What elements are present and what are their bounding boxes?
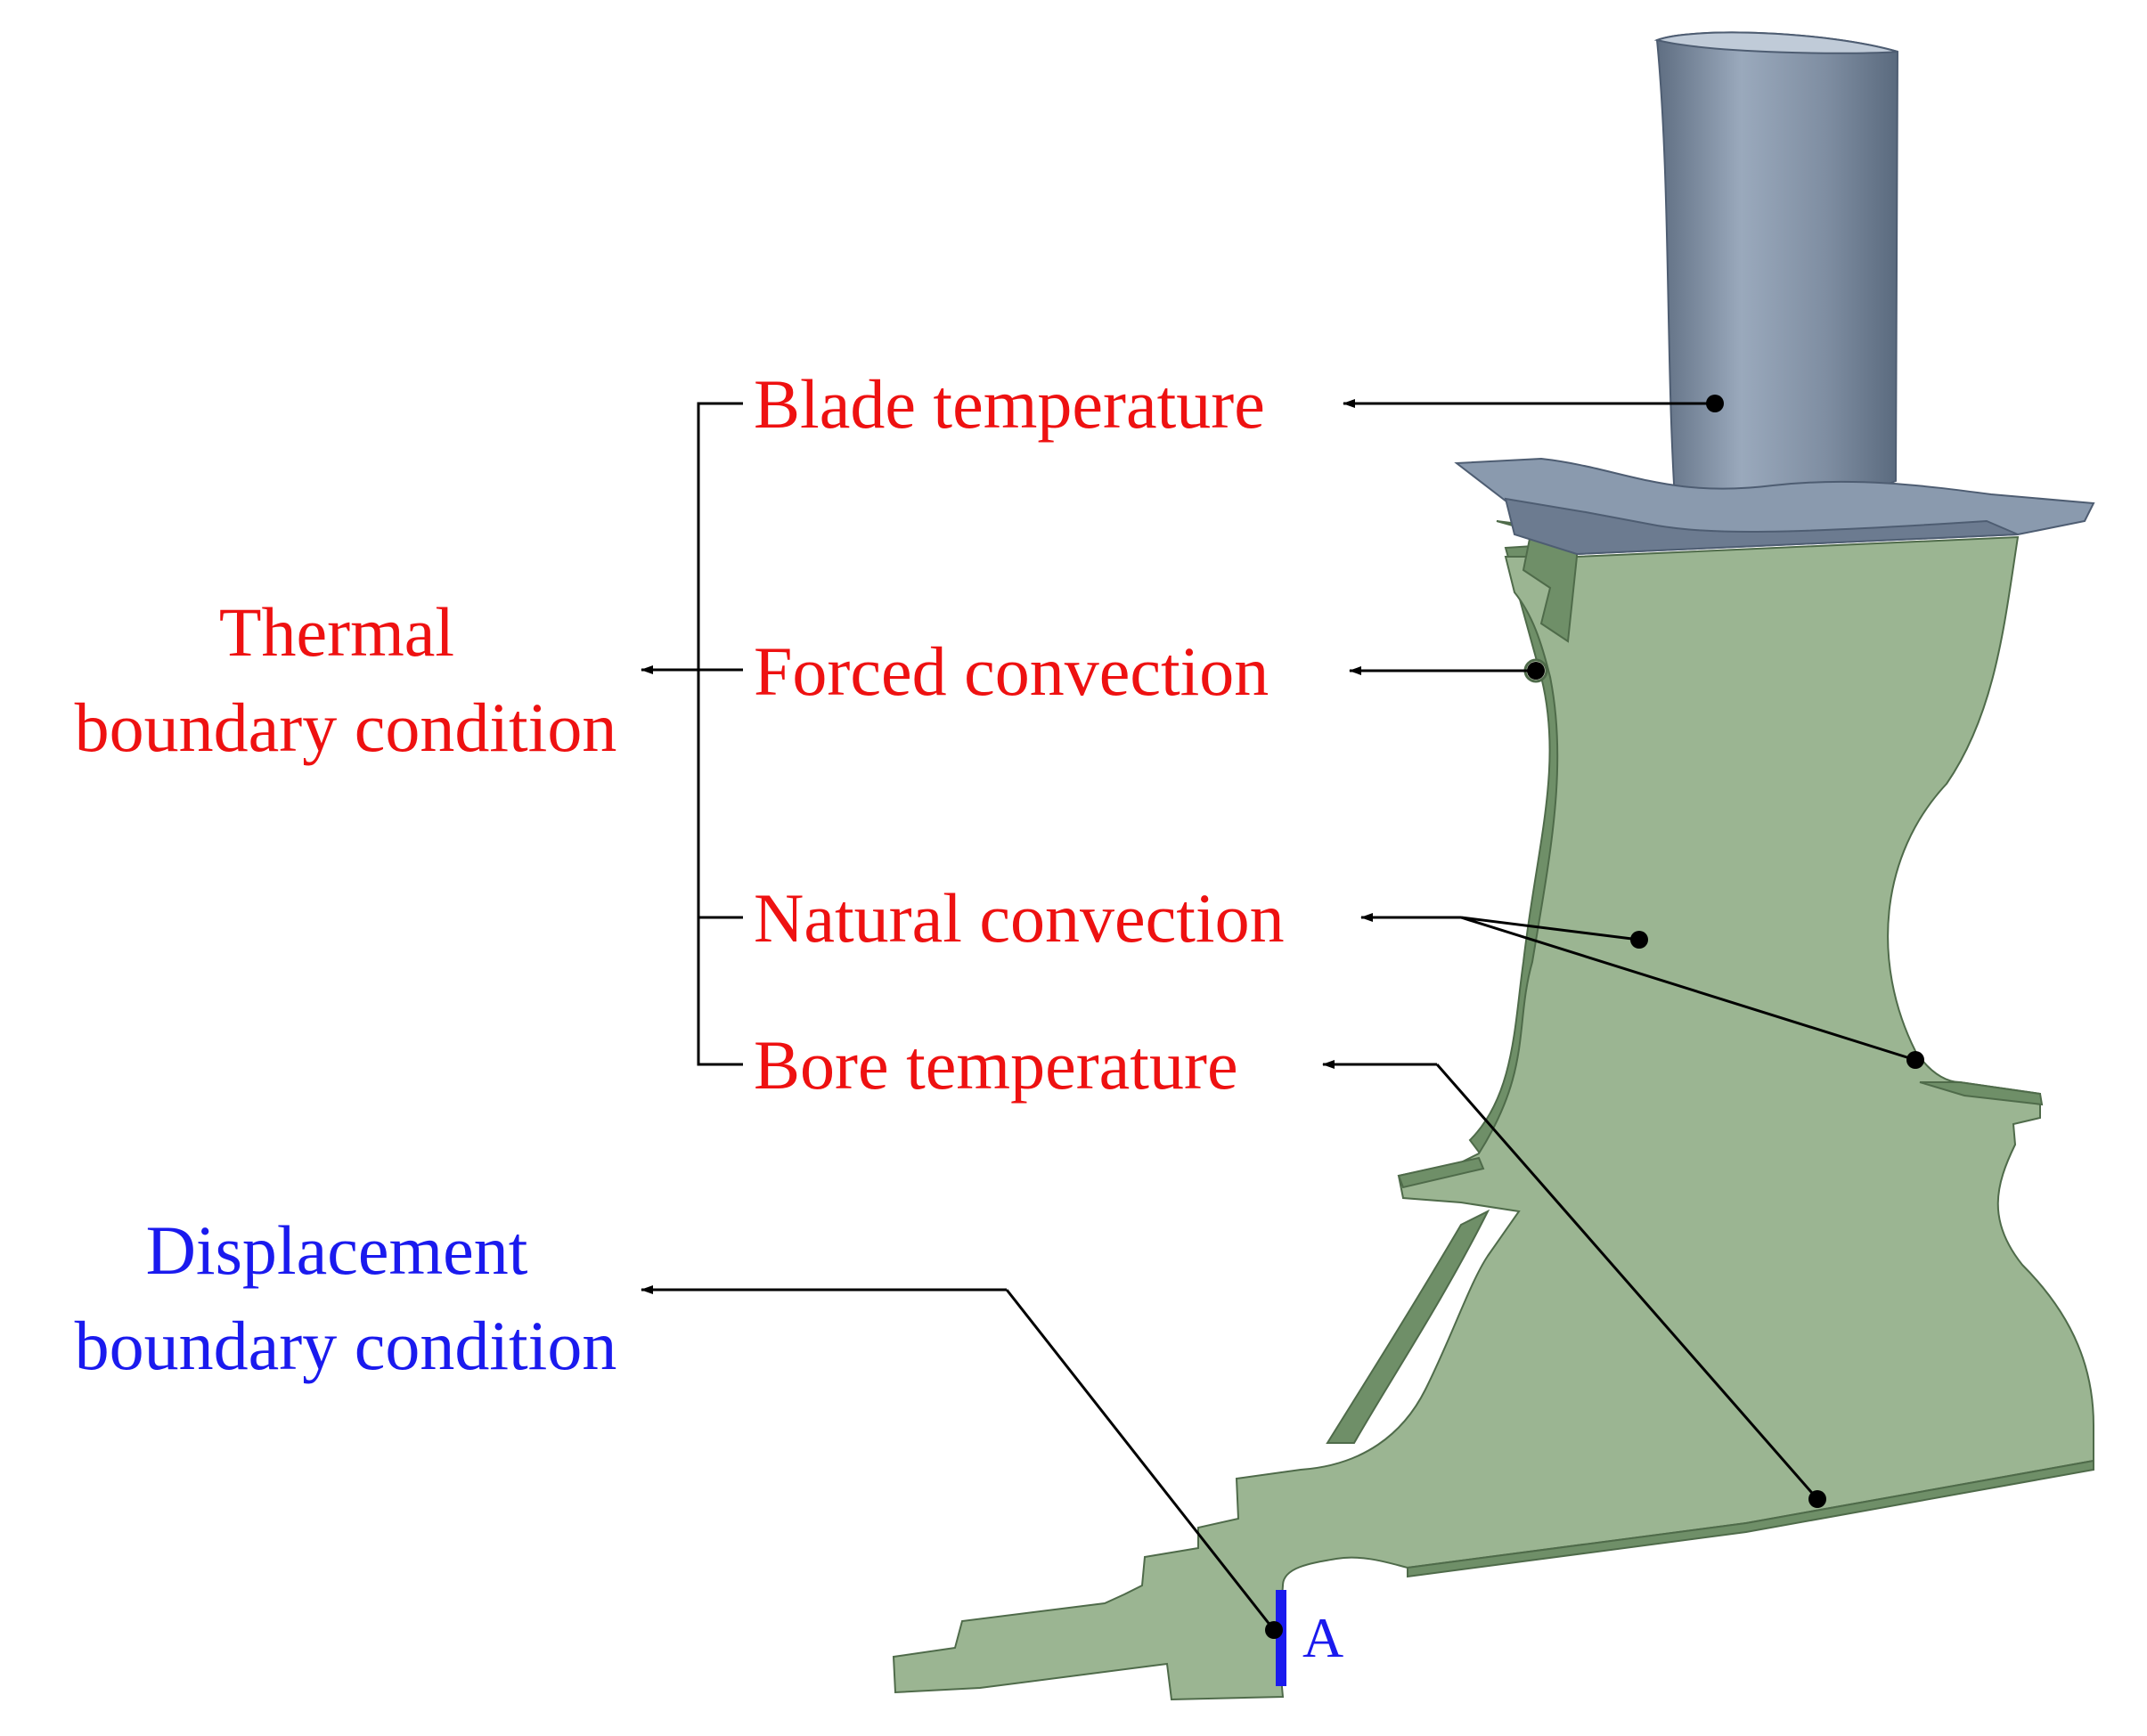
disk-main-face xyxy=(892,535,2094,1701)
natural-convection-point-2 xyxy=(1906,1051,1924,1069)
displacement-label-line1: Displacement xyxy=(146,1211,528,1289)
constraint-marker-a xyxy=(1276,1590,1286,1686)
natural-convection-point-1 xyxy=(1630,931,1648,949)
natural-convection-leader xyxy=(1460,916,1640,941)
disk-left-flange xyxy=(1397,1156,1485,1189)
disk-lower-side-face xyxy=(1326,1209,1490,1444)
point-a-label: A xyxy=(1302,1606,1343,1669)
bore-temp-point xyxy=(1808,1490,1826,1508)
natural-convection-leader-2 xyxy=(1460,916,1916,1062)
thermal-label-line2: boundary condition xyxy=(75,689,617,766)
bore-temp-leader xyxy=(1435,1064,1819,1500)
natural-convection-label: Natural convection xyxy=(754,879,1285,957)
forced-convection-point xyxy=(1527,662,1545,680)
blade-temperature-label: Blade temperature xyxy=(754,365,1265,443)
displacement-leader xyxy=(1005,1289,1276,1631)
disk-right-flange xyxy=(1919,1081,2044,1106)
forced-convection-label: Forced convection xyxy=(754,632,1269,710)
blade-shank xyxy=(1504,497,2019,556)
displacement-label-line2: boundary condition xyxy=(75,1307,617,1384)
thermal-bracket xyxy=(697,402,743,1066)
thermal-label-line1: Thermal xyxy=(219,593,454,671)
blade-temp-point xyxy=(1706,395,1724,412)
disk-bottom-edge xyxy=(1407,1459,2094,1578)
leader-lines xyxy=(641,395,1924,1639)
bore-temperature-label: Bore temperature xyxy=(754,1026,1238,1104)
blade-airfoil xyxy=(1655,31,1899,501)
blade-tip xyxy=(1653,31,1898,54)
displacement-point xyxy=(1265,1621,1283,1639)
turbine-blade xyxy=(1454,31,2095,556)
